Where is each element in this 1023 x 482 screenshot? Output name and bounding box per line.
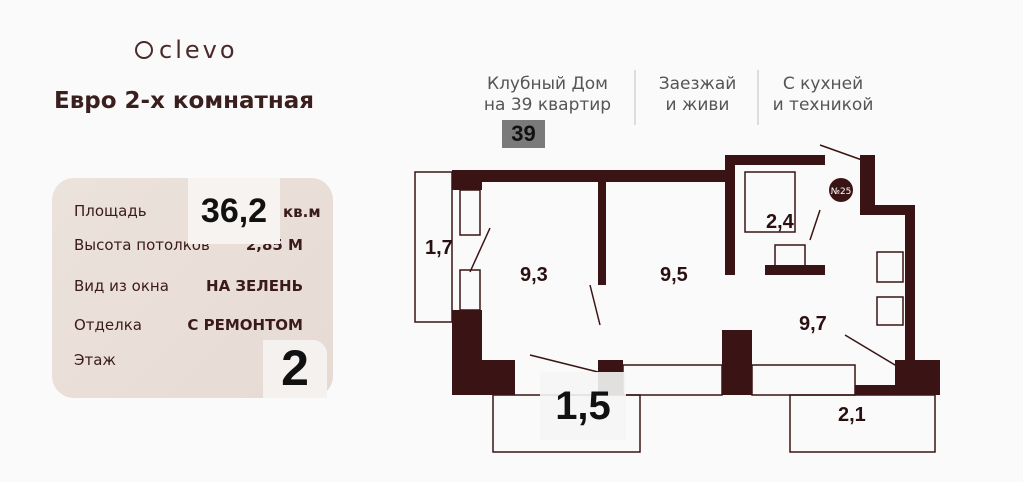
- spec-value: С РЕМОНТОМ: [187, 316, 303, 334]
- room-area-bathroom: 2,4: [766, 211, 795, 233]
- walls: [452, 155, 940, 395]
- room-area-bedroom: 9,3: [520, 264, 548, 286]
- area-value: 36,2: [188, 178, 280, 244]
- page-title: Евро 2-х комнатная: [54, 88, 315, 114]
- divider: [757, 70, 759, 125]
- spec-finish: Отделка С РЕМОНТОМ: [74, 316, 303, 334]
- spec-label: Этаж: [74, 351, 116, 369]
- feature-club-house: Клубный Дом на 39 квартир: [483, 74, 612, 115]
- floor-value: 2: [263, 340, 327, 398]
- spec-label: Вид из окна: [74, 277, 169, 295]
- spec-area: Площадь: [74, 202, 303, 220]
- room-area-kitchen: 9,7: [799, 313, 827, 335]
- feature-kitchen: С кухней и техникой: [772, 74, 874, 115]
- spec-label: Площадь: [74, 202, 147, 220]
- apartments-count-badge: 39: [502, 120, 545, 148]
- logo-mark-icon: [135, 41, 153, 59]
- feature-move-in: Заезжай и живи: [658, 74, 737, 115]
- outlines: [414, 144, 936, 453]
- divider: [634, 70, 636, 125]
- spec-value: НА ЗЕЛЕНЬ: [206, 277, 303, 295]
- spec-label: Высота потолков: [74, 236, 210, 254]
- logo-text: clevo: [159, 36, 238, 64]
- room-area-balcony-bottom: 1,5: [540, 372, 626, 440]
- logo: clevo: [135, 36, 238, 64]
- spec-label: Отделка: [74, 316, 142, 334]
- room-area-balcony-left: 1,7: [425, 237, 453, 259]
- spec-floor: Этаж: [74, 351, 303, 369]
- area-unit: кв.м: [283, 203, 321, 221]
- apartment-number: №25: [831, 187, 852, 197]
- apartment-number-marker: [829, 178, 853, 202]
- room-area-balcony-right: 2,1: [838, 404, 866, 426]
- room-area-living: 9,5: [660, 264, 688, 286]
- spec-view: Вид из окна НА ЗЕЛЕНЬ: [74, 277, 303, 295]
